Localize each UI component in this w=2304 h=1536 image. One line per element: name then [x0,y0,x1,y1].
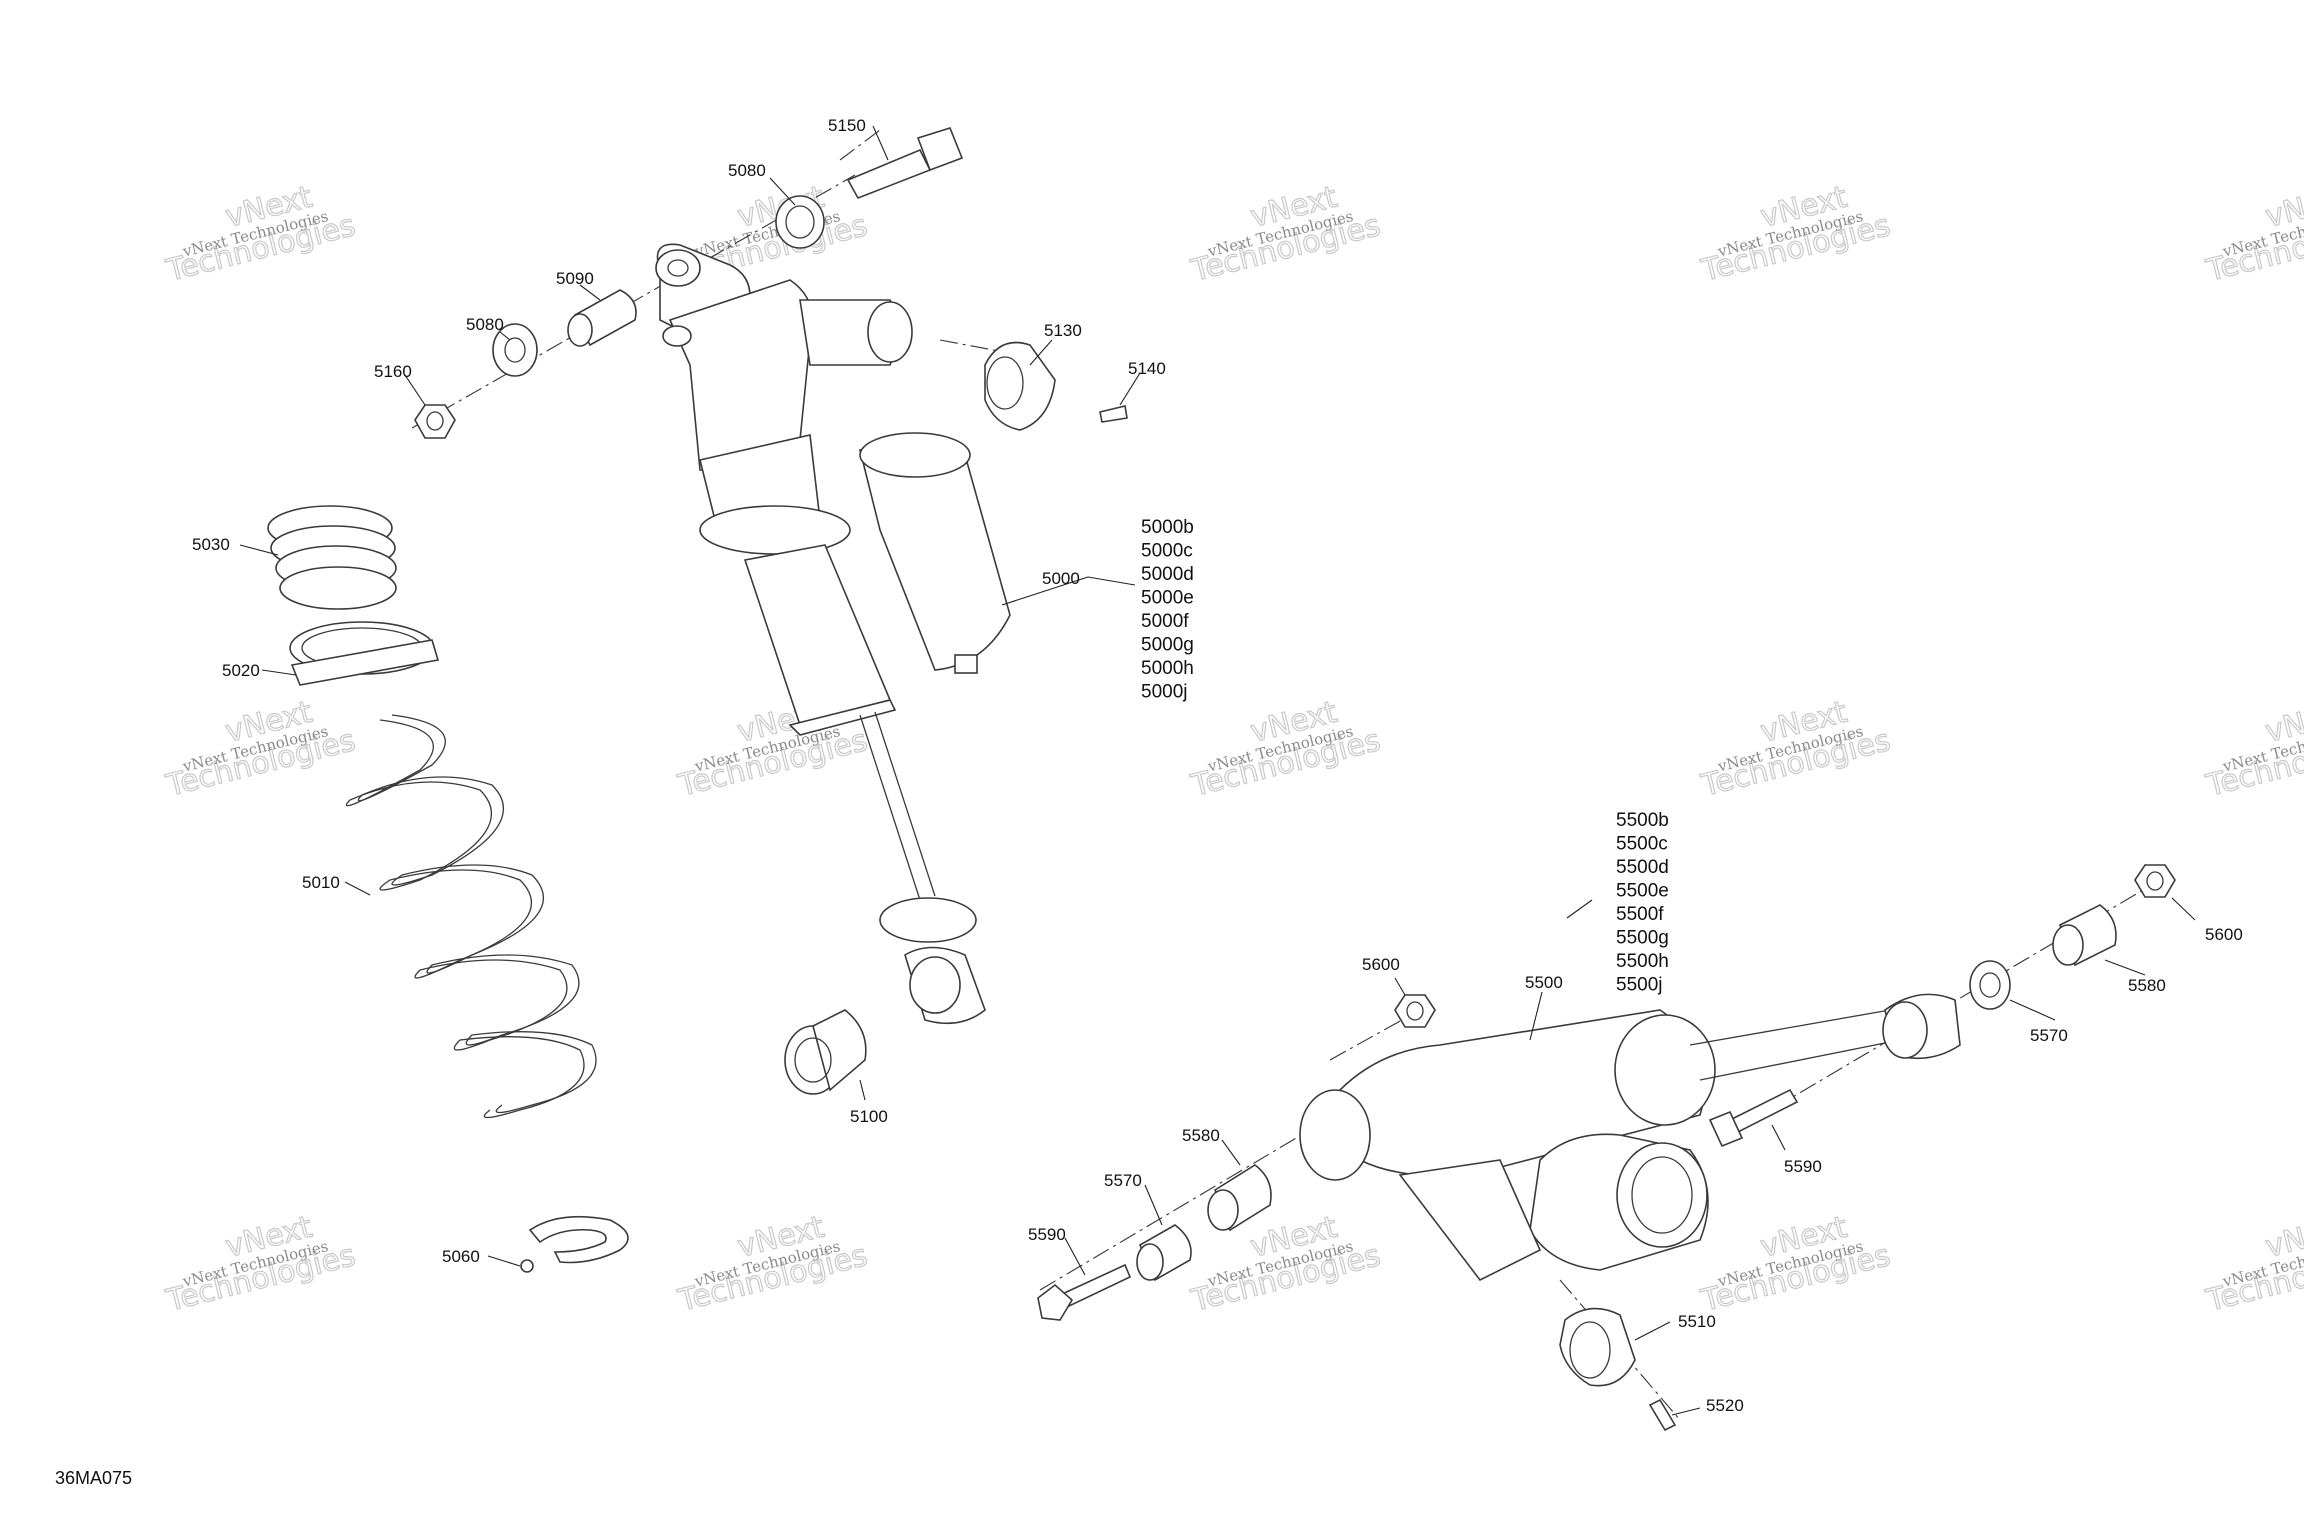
callout-5570-left: 5570 [1104,1171,1142,1190]
callout-5600-left: 5600 [1362,955,1400,974]
callout-5060: 5060 [442,1247,480,1266]
variant-5500-7: 5500j [1616,975,1663,996]
hardware-5000-side [414,127,1128,1095]
figure-id: 36MA075 [55,1468,132,1488]
callout-5510: 5510 [1678,1312,1716,1331]
variant-5000-7: 5000j [1141,682,1188,703]
callout-5500: 5500 [1525,973,1563,992]
callout-5140: 5140 [1128,359,1166,378]
variant-5000-0: 5000b [1141,517,1194,538]
variant-5000-4: 5000f [1141,611,1189,632]
callout-5010: 5010 [302,873,340,892]
variant-5500-4: 5500f [1616,904,1664,925]
variant-5000-5: 5000g [1141,635,1194,656]
variant-5000-6: 5000h [1141,658,1194,679]
callout-5030: 5030 [192,535,230,554]
callout-5520: 5520 [1706,1396,1744,1415]
callout-5160: 5160 [374,362,412,381]
callouts: 5150 5080 5090 5080 5160 5130 5140 5030 … [192,116,2243,1415]
variant-5500-5: 5500g [1616,928,1669,949]
variant-5500-0: 5500b [1616,810,1669,831]
variant-5000-2: 5000d [1141,564,1194,585]
hardware-5500-side [1037,864,2176,1321]
callout-5100: 5100 [850,1107,888,1126]
leader-lines [239,125,2196,1416]
shock-absorber-5000 [411,129,1021,1025]
callout-5130: 5130 [1044,321,1082,340]
callout-5150: 5150 [828,116,866,135]
spring-assembly [267,505,629,1273]
callout-5000: 5000 [1042,569,1080,588]
variant-5500-1: 5500c [1616,834,1668,855]
callout-5080: 5080 [466,315,504,334]
callout-5020: 5020 [222,661,260,680]
variant-5000-3: 5000e [1141,588,1194,609]
callout-5590-right: 5590 [1784,1157,1822,1176]
shock-absorber-5500 [1039,879,2161,1432]
callout-5580-left: 5580 [1182,1126,1220,1145]
callout-5080-top: 5080 [728,161,766,180]
variant-5500-6: 5500h [1616,951,1669,972]
callout-5600-right: 5600 [2205,925,2243,944]
callout-5590-left: 5590 [1028,1225,1066,1244]
variant-5500-3: 5500e [1616,881,1669,902]
callout-5580-right: 5580 [2128,976,2166,995]
callout-5090: 5090 [556,269,594,288]
callout-5570-right: 5570 [2030,1026,2068,1045]
variant-5500-2: 5500d [1616,857,1669,878]
variant-5000-1: 5000c [1141,541,1193,562]
